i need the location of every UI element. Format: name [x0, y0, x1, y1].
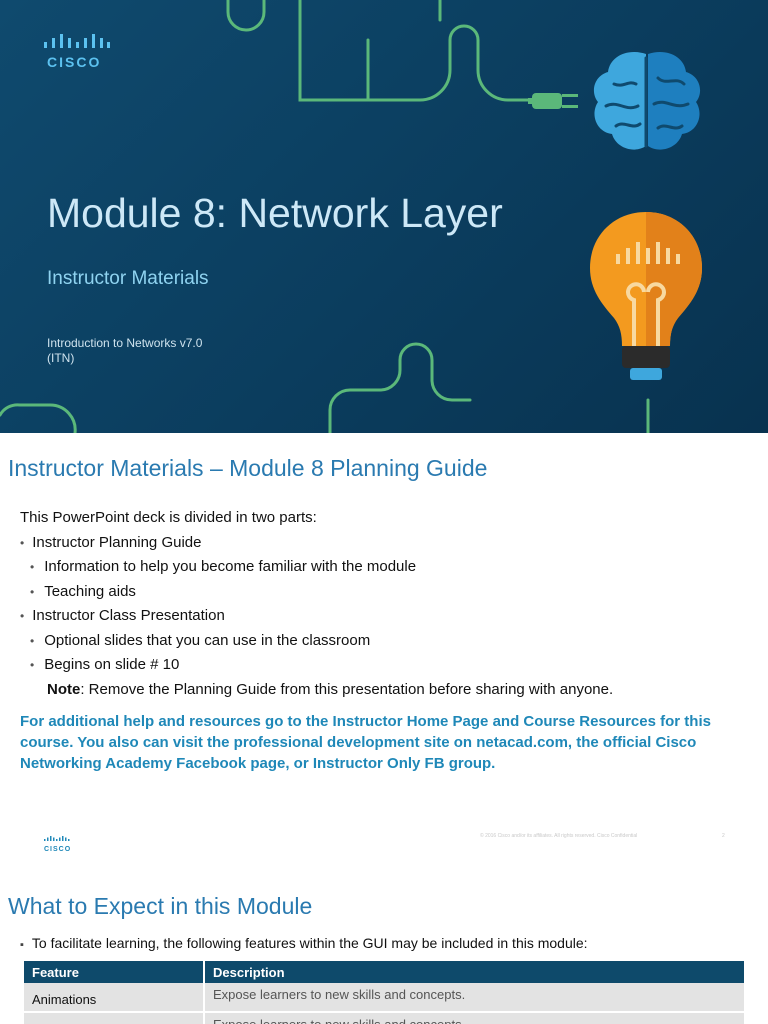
circuit-line-icon [0, 0, 650, 433]
course-code: (ITN) [47, 351, 75, 365]
planning-guide-slide: Instructor Materials – Module 8 Planning… [0, 433, 768, 863]
table-cell-feature: Animations [24, 983, 204, 1013]
table-row: Animations Expose learners to new skills… [24, 983, 744, 1013]
cisco-logo-icon [44, 34, 110, 48]
course-info: Introduction to Networks v7.0 (ITN) [47, 336, 202, 366]
table-cell-description: Expose learners to new skills and concep… [203, 983, 744, 1013]
intro-text: This PowerPoint deck is divided in two p… [20, 509, 317, 526]
course-name: Introduction to Networks v7.0 [47, 336, 203, 350]
what-to-expect-slide: What to Expect in this Module To facilit… [0, 863, 768, 1024]
slide-heading: What to Expect in this Module [8, 893, 313, 919]
bullet-item: Instructor Planning Guide [20, 531, 760, 556]
table-cell-description: Expose learners to new skills and concep… [203, 1012, 744, 1024]
table-row: Expose learners to new skills and concep… [24, 1012, 744, 1024]
sub-bullet-item: Teaching aids [20, 580, 760, 605]
lightbulb-icon [590, 212, 702, 380]
note-text: Note: Remove the Planning Guide from thi… [20, 678, 760, 703]
bullet-item: Instructor Class Presentation [20, 604, 760, 629]
subtitle: Instructor Materials [47, 268, 209, 289]
brain-icon [593, 52, 701, 150]
slide-heading: Instructor Materials – Module 8 Planning… [8, 455, 488, 481]
page-number: 2 [722, 833, 725, 839]
help-text: For additional help and resources go to … [20, 713, 711, 772]
sub-bullet-item: Begins on slide # 10 [20, 653, 760, 678]
table-cell-feature [24, 1012, 204, 1024]
footer-logo-text: CISCO [44, 846, 72, 853]
table-header-row: Feature Description [24, 961, 744, 983]
intro-text: To facilitate learning, the following fe… [20, 935, 588, 951]
slide-body: This PowerPoint deck is divided in two p… [20, 506, 760, 702]
plug-icon [528, 93, 578, 109]
footer-copyright: © 2016 Cisco and/or its affiliates. All … [480, 833, 638, 839]
title-slide: CISCO Module 8: Network Layer Instructor… [0, 0, 768, 433]
cisco-logo-text: CISCO [47, 54, 102, 70]
note-label: Note [47, 680, 81, 698]
note-body: : Remove the Planning Guide from this pr… [80, 680, 614, 698]
page-title: Module 8: Network Layer [47, 190, 503, 236]
column-header-description: Description [203, 961, 744, 983]
sub-bullet-item: Information to help you become familiar … [20, 555, 760, 580]
features-table: Feature Description Animations Expose le… [24, 961, 744, 1024]
sub-bullet-item: Optional slides that you can use in the … [20, 629, 760, 654]
footer-logo: CISCO [44, 829, 71, 853]
cisco-logo-icon [44, 836, 70, 841]
column-header-feature: Feature [24, 961, 204, 983]
